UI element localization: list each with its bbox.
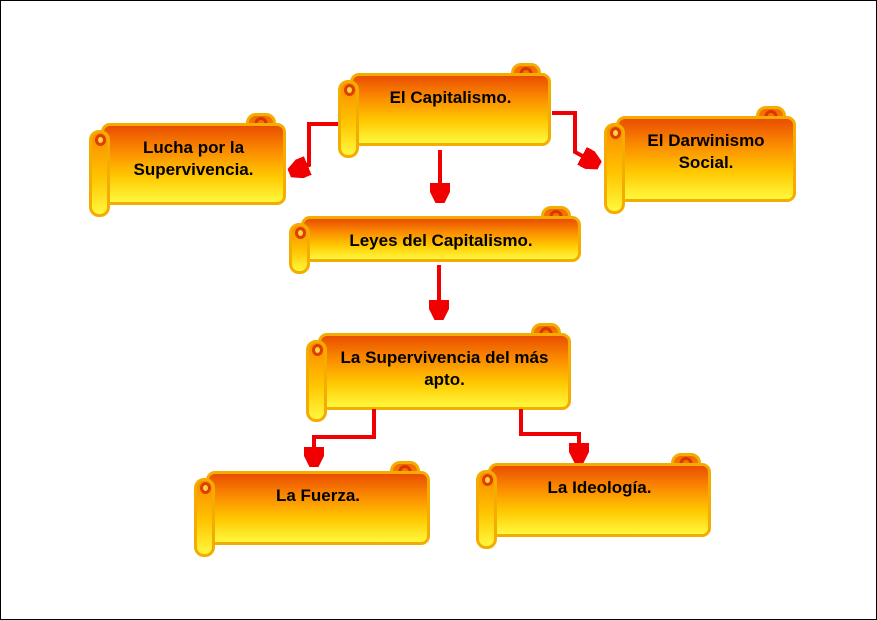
node-leyes-del-capitalismo: Leyes del Capitalismo.: [289, 206, 581, 274]
node-body: La Supervivencia del más apto.: [318, 333, 571, 410]
scroll-left-roll-icon: [476, 470, 497, 549]
node-body: El Darwinismo Social.: [616, 116, 796, 202]
node-body: Lucha por la Supervivencia.: [101, 123, 286, 205]
scroll-left-roll-icon: [338, 80, 359, 158]
node-el-capitalismo: El Capitalismo.: [338, 63, 551, 158]
node-la-supervivencia-del-mas-apto: La Supervivencia del más apto.: [306, 323, 571, 422]
node-label: La Fuerza.: [275, 486, 361, 505]
node-body: La Fuerza.: [206, 471, 430, 545]
node-la-fuerza: La Fuerza.: [194, 461, 430, 557]
scroll-left-roll-icon: [194, 478, 215, 557]
node-label: El Capitalismo.: [389, 88, 512, 107]
scroll-left-roll-icon: [89, 130, 110, 217]
node-el-darwinismo-social: El Darwinismo Social.: [604, 106, 796, 214]
node-label: Lucha por la Supervivencia.: [133, 138, 254, 179]
node-body: El Capitalismo.: [350, 73, 551, 146]
arrow-capitalismo-to-lucha: [292, 122, 338, 172]
arrow-capitalismo-to-darwinismo: [552, 111, 597, 164]
scroll-left-roll-icon: [306, 340, 327, 422]
node-label: Leyes del Capitalismo.: [349, 231, 533, 250]
node-label: El Darwinismo Social.: [647, 131, 765, 172]
scroll-left-roll-icon: [289, 223, 310, 274]
node-body: La Ideología.: [488, 463, 711, 537]
node-body: Leyes del Capitalismo.: [301, 216, 581, 262]
scroll-left-roll-icon: [604, 123, 625, 214]
node-lucha-por-la-supervivencia: Lucha por la Supervivencia.: [89, 113, 286, 217]
node-la-ideologia: La Ideología.: [476, 453, 711, 549]
node-label: La Ideología.: [547, 478, 652, 497]
node-label: La Supervivencia del más apto.: [340, 348, 549, 389]
